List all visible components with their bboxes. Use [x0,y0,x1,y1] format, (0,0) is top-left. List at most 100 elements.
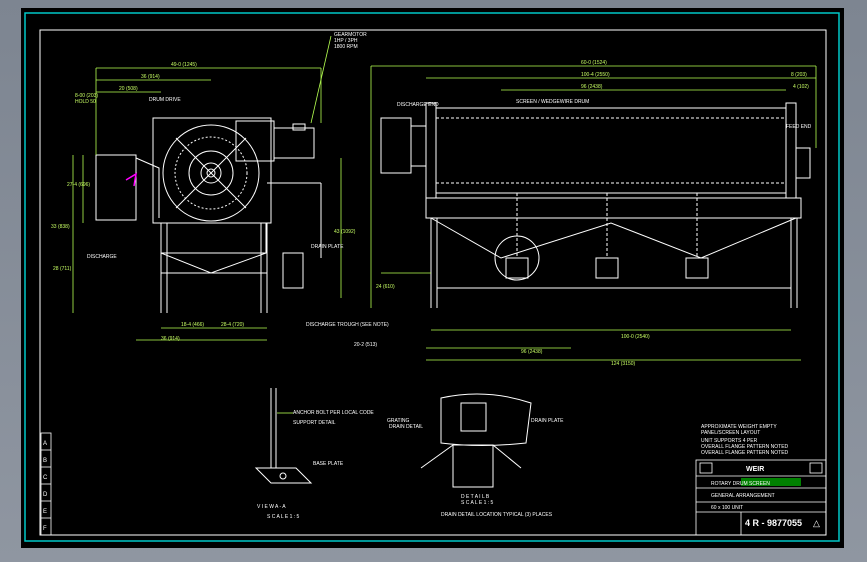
tank [160,222,267,254]
drawing-number: 4 R - 9877055 [745,518,802,528]
dim-bottom-3: 36 (914) [161,336,180,342]
feed-box [95,154,137,221]
drum-hub [188,150,234,196]
dim-bottom-1: 18-4 (466) [181,322,204,328]
support-detail [254,388,313,484]
drain-plate-detail [460,402,487,432]
motor-note-3: 1800 RPM [334,44,358,50]
rev-letter-c: C [43,475,48,481]
drive-coupling [410,125,427,167]
drawing-sheet: GEARMOTOR 1HP / 3PH 1800 RPM DRUM DRIVE … [21,8,844,548]
housing [152,117,272,224]
dim-right-bot1: 96 (2438) [521,349,543,355]
dim-v1: 27-4 (696) [67,182,90,188]
feed-chute [135,157,160,218]
drain-pipe [282,252,304,289]
title-line-3: 60 x 100 UNIT [711,505,743,511]
view-b-label: D E T A I L B [461,494,490,500]
drain-detail [420,393,532,488]
drum-shaft [200,162,222,184]
drum-outer [162,124,260,222]
dim-right-top: 60-0 (1524) [581,60,607,66]
frame-top [425,197,802,219]
note-3: UNIT SUPPORTS 4 PER [701,438,758,444]
dim-left-2: 20 (508) [119,86,138,92]
drain-pipe-detail [452,444,494,488]
drum-drive-label: DRUM DRIVE [149,97,181,103]
scale-a-label: S C A L E 1 : 5 [267,514,300,520]
discharge-label: DISCHARGE [87,254,117,260]
dim-right-bot4: 20-2 (513) [354,342,377,348]
bearing-right [795,147,811,179]
dim-right-bot3: 124 (3150) [611,361,636,367]
drain-3 [685,257,709,279]
note-1: APPROXIMATE WEIGHT EMPTY [701,424,777,430]
rev-letter-e: E [43,509,47,515]
discharge-trough-label: DISCHARGE TROUGH (SEE NOTE) [306,322,389,328]
dim-right-4: 8 (203) [791,72,807,78]
dim-v2: 33 (838) [51,224,70,230]
title-bar [741,478,801,486]
drive-unit [380,117,412,174]
drain-caption: DRAIN DETAIL LOCATION TYPICAL (3) PLACES [441,512,553,518]
inner-frame [39,29,827,536]
dim-v4: 43 (1092) [334,229,356,235]
front-view-dimensions [370,65,817,361]
end-view-dimensions [72,35,342,341]
view-a-label: V I E W A - A [257,504,286,510]
outer-frame [24,12,840,542]
drain-2 [595,257,619,279]
drum-spoke-2 [175,137,247,209]
front-view [380,102,811,308]
base-plate-label: BASE PLATE [313,461,344,467]
drum-body [435,107,787,194]
note-4: OVERALL FLANGE PATTERN NOTED [701,444,789,450]
screen-label: SCREEN / WEDGEWIRE DRUM [516,99,589,105]
drain-plate-label: DRAIN PLATE [311,244,344,250]
trough-bottom [430,217,797,259]
anchor-bolt [279,472,287,480]
feed-end-label: FEED END [786,124,812,130]
end-view [95,117,322,313]
dim-left-1: 36 (914) [141,74,160,80]
dim-right-h: 24 (610) [376,284,395,290]
scale-b-label: S C A L E 1 : 5 [461,500,494,506]
drum-flange-left [425,102,437,199]
grating-label: GRATING [387,418,410,424]
support-detail-label: SUPPORT DETAIL [293,420,336,426]
motor-box [292,123,306,131]
drum-flange-right [785,102,797,199]
cad-drawing: GEARMOTOR 1HP / 3PH 1800 RPM DRUM DRIVE … [24,12,840,542]
anchor-bolt-label: ANCHOR BOLT PER LOCAL CODE [293,410,374,416]
dim-bottom-2: 28-4 (720) [221,322,244,328]
company-name: WEIR [746,466,764,473]
title-line-2: GENERAL ARRANGEMENT [711,493,775,499]
dim-right-3: 96 (2438) [581,84,603,90]
drain-plate-detail-label: DRAIN PLATE [531,418,564,424]
title-block [695,459,827,536]
dim-h2: HOLD 50 [75,99,96,105]
note-5: OVERALL FLANGE PATTERN NOTED [701,450,789,456]
dim-right-2: 100-4 (2550) [581,72,610,78]
drum-center [206,168,216,178]
note-2: PANEL/SCREEN LAYOUT [701,430,760,436]
revision-mark: △ [813,518,820,528]
drain-detail-label: DRAIN DETAIL [389,424,423,430]
dim-h1: 8-00 (203) [75,93,98,99]
base-plate [254,467,313,484]
motor-note-2: 1HP / 3PH [334,38,358,44]
rev-letter-b: B [43,458,47,464]
discharge-end-label: DISCHARGE END [397,102,439,108]
dim-right-5: 4 (102) [793,84,809,90]
motor-note-1: GEARMOTOR [334,32,367,38]
drum-inner [174,136,248,210]
revision-block [40,432,52,536]
dim-top-left: 49-0 (1245) [171,62,197,68]
rev-letter-a: A [43,441,47,447]
accent-mark [125,172,138,187]
hopper-bottom [160,252,267,274]
dim-right-bot2: 100-0 (2540) [621,334,650,340]
gearmotor [273,127,315,159]
rev-letter-d: D [43,492,48,498]
rev-letter-f: F [43,526,47,532]
